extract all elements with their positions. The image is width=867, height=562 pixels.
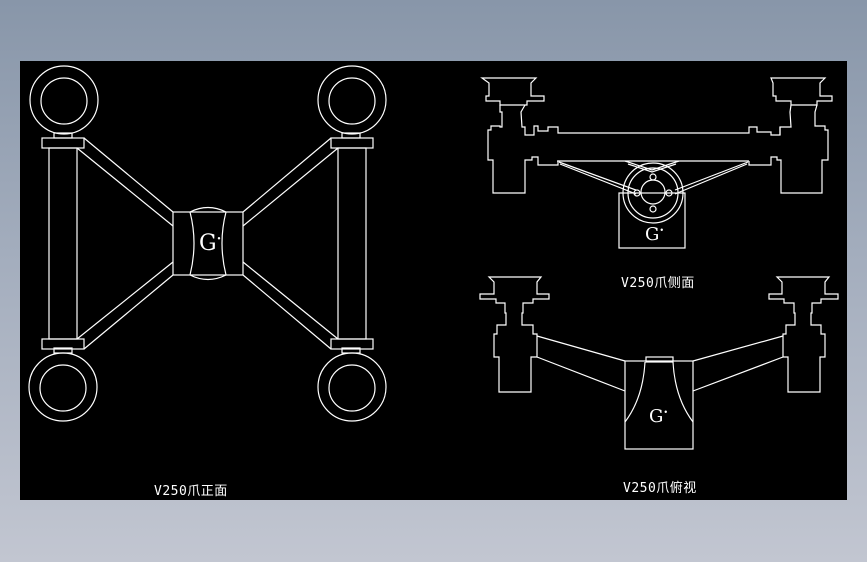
logo-top: G•: [649, 406, 669, 427]
logo-front: G•: [199, 231, 222, 256]
drawing-canvas: [28, 65, 839, 450]
front-view-label: V250爪正面: [154, 484, 228, 499]
top-view-drawing: [479, 276, 839, 450]
cad-viewport[interactable]: G• G• G• V250爪正面 V250爪侧面 V250爪俯视: [20, 61, 847, 500]
front-view-drawing: [28, 65, 387, 422]
side-view-drawing: [480, 77, 833, 249]
top-view-label: V250爪俯视: [623, 481, 697, 496]
logo-side: G•: [645, 224, 665, 245]
side-view-label: V250爪侧面: [621, 276, 695, 291]
